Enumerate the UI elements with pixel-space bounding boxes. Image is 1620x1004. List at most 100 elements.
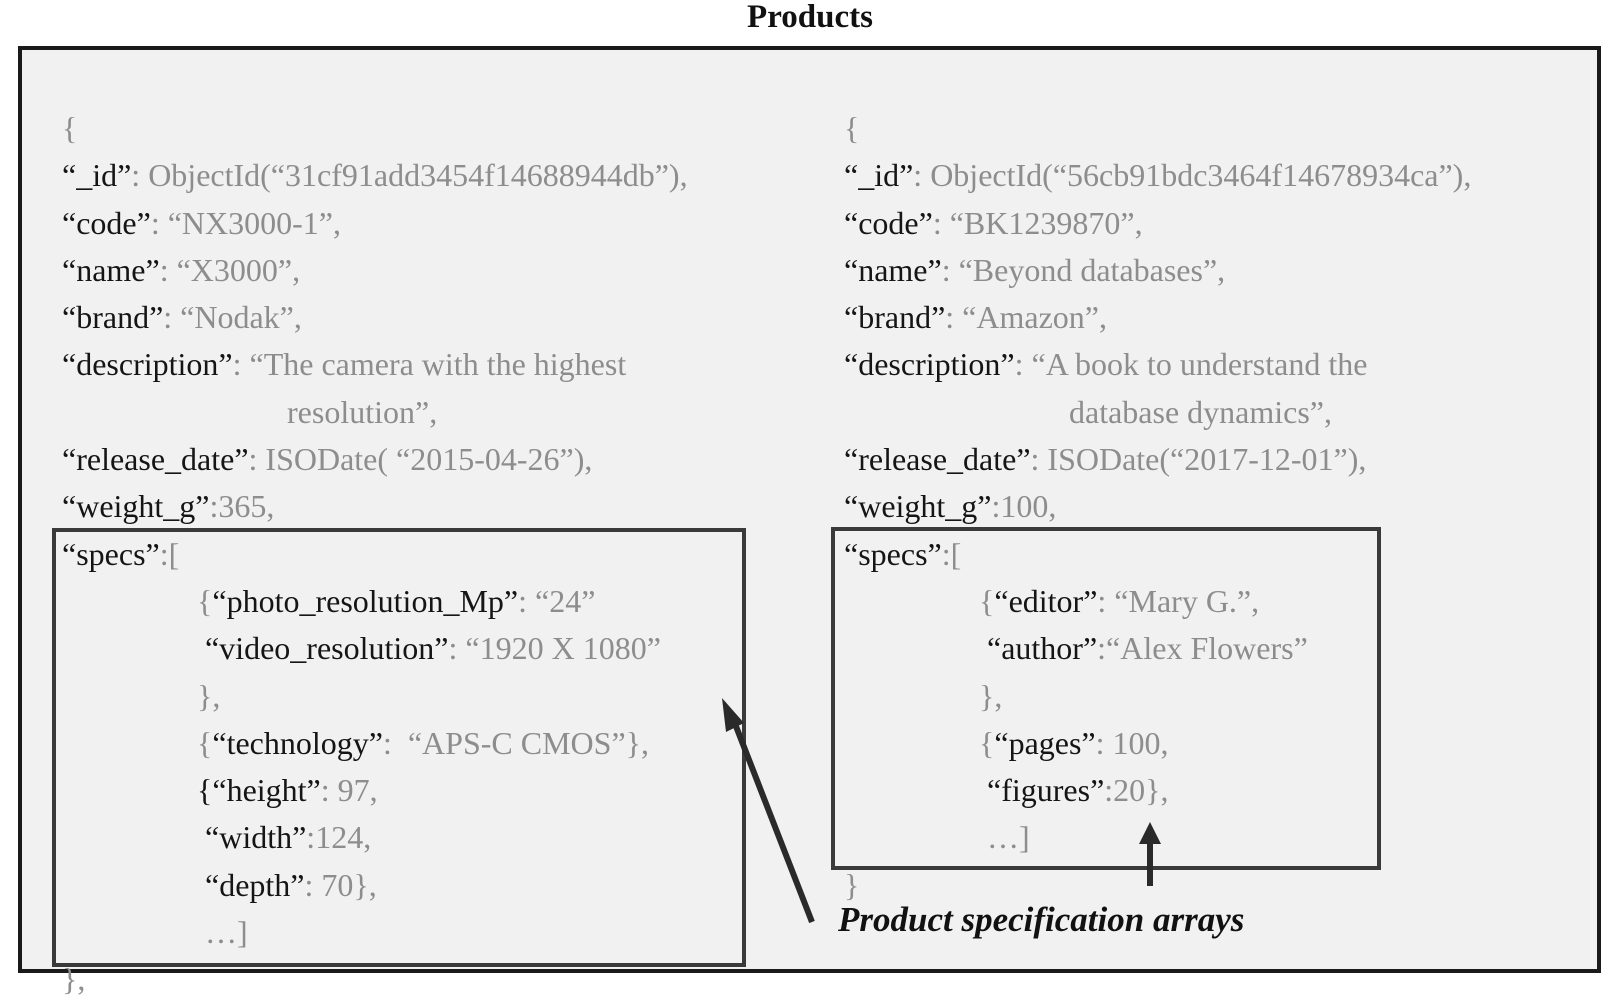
code-line: …]: [62, 909, 688, 956]
code-line: “figures”:20},: [844, 767, 1471, 814]
json-value: :“Alex Flowers”: [1097, 630, 1308, 667]
json-value: : “Beyond databases”,: [941, 251, 1226, 288]
json-value: },: [197, 677, 221, 714]
code-line: {: [62, 105, 688, 152]
code-line: “width”:124,: [62, 814, 688, 861]
json-key: “release_date”: [62, 441, 249, 478]
json-key: “brand”: [62, 299, 164, 336]
json-value: : “A book to understand the: [1014, 346, 1368, 383]
json-key: “name”: [62, 251, 160, 288]
json-value: : “NX3000-1”,: [150, 204, 341, 241]
code-line: “description”: “A book to understand the: [844, 341, 1471, 388]
code-line: “release_date”: ISODate(“2017-12-01”),: [844, 436, 1471, 483]
json-value: …]: [197, 914, 248, 951]
json-key: “photo_resolution_Mp”: [212, 582, 519, 619]
json-value: : “The camera with the highest: [232, 346, 627, 383]
code-line: …]: [844, 814, 1471, 861]
specs-box-right: [831, 527, 1381, 870]
code-line: },: [844, 673, 1471, 720]
document-left: { “_id”: ObjectId(“31cf91add3454f14688944…: [62, 105, 688, 1004]
json-value: {: [197, 582, 213, 619]
code-line: “name”: “Beyond databases”,: [844, 247, 1471, 294]
products-frame: {“_id”: ObjectId(“31cf91add3454f14688944…: [18, 46, 1601, 997]
code-line: “release_date”: ISODate( “2015-04-26”),: [62, 436, 688, 483]
code-line: resolution”,: [62, 389, 688, 436]
json-value: : “24”: [518, 582, 596, 619]
json-key: “technology”: [212, 724, 383, 761]
json-key: “video_resolution”: [197, 630, 449, 667]
json-key: “width”: [197, 819, 307, 856]
json-key: “specs”: [844, 535, 942, 572]
json-value: : 70},: [304, 866, 377, 903]
json-key: “code”: [844, 204, 933, 241]
code-line: {“pages”: 100,: [844, 720, 1471, 767]
code-line: “name”: “X3000”,: [62, 247, 688, 294]
code-line: “depth”: 70},: [62, 862, 688, 909]
code-line: {“photo_resolution_Mp”: “24”: [62, 578, 688, 625]
json-key: “author”: [979, 630, 1098, 667]
code-line: “description”: “The camera with the high…: [62, 341, 688, 388]
code-line: {“technology”: “APS-C CMOS”},: [62, 720, 688, 767]
json-value: : “Mary G.”,: [1097, 582, 1260, 619]
json-key: “weight_g”: [844, 488, 992, 525]
code-line: “_id”: ObjectId(“56cb91bdc3464f14678934c…: [844, 152, 1471, 199]
json-value: resolution”,: [287, 393, 438, 430]
json-value: },: [979, 677, 1003, 714]
json-key: “_id”: [844, 157, 914, 194]
code-line: “weight_g”:100,: [844, 483, 1471, 530]
json-key: “release_date”: [844, 441, 1031, 478]
json-value: : ISODate( “2015-04-26”),: [248, 441, 593, 478]
code-line: “specs”:[: [844, 531, 1471, 578]
json-value: {: [62, 110, 78, 146]
code-line: “specs”:[: [62, 531, 688, 578]
document-right: { “_id”: ObjectId(“56cb91bdc3464f14678934…: [844, 105, 1471, 909]
code-line: {“editor”: “Mary G.”,: [844, 578, 1471, 625]
json-value: : ISODate(“2017-12-01”),: [1030, 441, 1367, 478]
json-value: }: [844, 866, 860, 903]
json-value: :[: [941, 535, 962, 572]
json-key: “pages”: [994, 724, 1096, 761]
json-key: “figures”: [979, 772, 1105, 809]
json-value: : “Nodak”,: [163, 299, 302, 336]
json-value: :365,: [209, 488, 275, 525]
json-key: “name”: [844, 251, 942, 288]
json-value: …]: [979, 819, 1030, 856]
code-line: “brand”: “Nodak”,: [62, 294, 688, 341]
json-value: : 97,: [320, 772, 378, 809]
code-line: “brand”: “Amazon”,: [844, 294, 1471, 341]
json-value: :20},: [1104, 772, 1169, 809]
json-key: “code”: [62, 204, 151, 241]
json-value: : “APS-C CMOS”},: [382, 724, 650, 761]
json-key: “description”: [844, 346, 1015, 383]
json-value: :100,: [991, 488, 1057, 525]
json-value: {: [979, 582, 995, 619]
json-key: “_id”: [62, 157, 132, 194]
json-value: {: [844, 110, 860, 146]
code-line: },: [62, 673, 688, 720]
json-value: : ObjectId(“31cf91add3454f14688944db”),: [131, 157, 688, 194]
json-key: {“height”: [197, 772, 321, 809]
json-value: : “Amazon”,: [945, 299, 1107, 336]
json-value: : “BK1239870”,: [932, 204, 1143, 241]
specs-caption: Product specification arrays: [838, 900, 1245, 939]
json-value: {: [979, 724, 995, 761]
json-value: : ObjectId(“56cb91bdc3464f14678934ca”),: [913, 157, 1472, 194]
arrow-to-right-specs: [1139, 822, 1161, 886]
json-value: {: [197, 724, 213, 761]
code-line: “code”: “BK1239870”,: [844, 200, 1471, 247]
code-line: “_id”: ObjectId(“31cf91add3454f14688944d…: [62, 152, 688, 199]
json-value: : “X3000”,: [159, 251, 301, 288]
code-line: “author”:“Alex Flowers”: [844, 625, 1471, 672]
json-value: :[: [159, 535, 180, 572]
code-line: “weight_g”:365,: [62, 483, 688, 530]
json-key: “description”: [62, 346, 233, 383]
json-value: : 100,: [1095, 724, 1169, 761]
code-line: {: [844, 105, 1471, 152]
json-key: “specs”: [62, 535, 160, 572]
json-key: “editor”: [994, 582, 1098, 619]
code-line: }: [844, 862, 1471, 909]
code-line: database dynamics”,: [844, 389, 1471, 436]
json-value: database dynamics”,: [1069, 393, 1332, 430]
diagram-title: Products: [747, 0, 873, 35]
json-value: : “1920 X 1080”: [448, 630, 661, 667]
